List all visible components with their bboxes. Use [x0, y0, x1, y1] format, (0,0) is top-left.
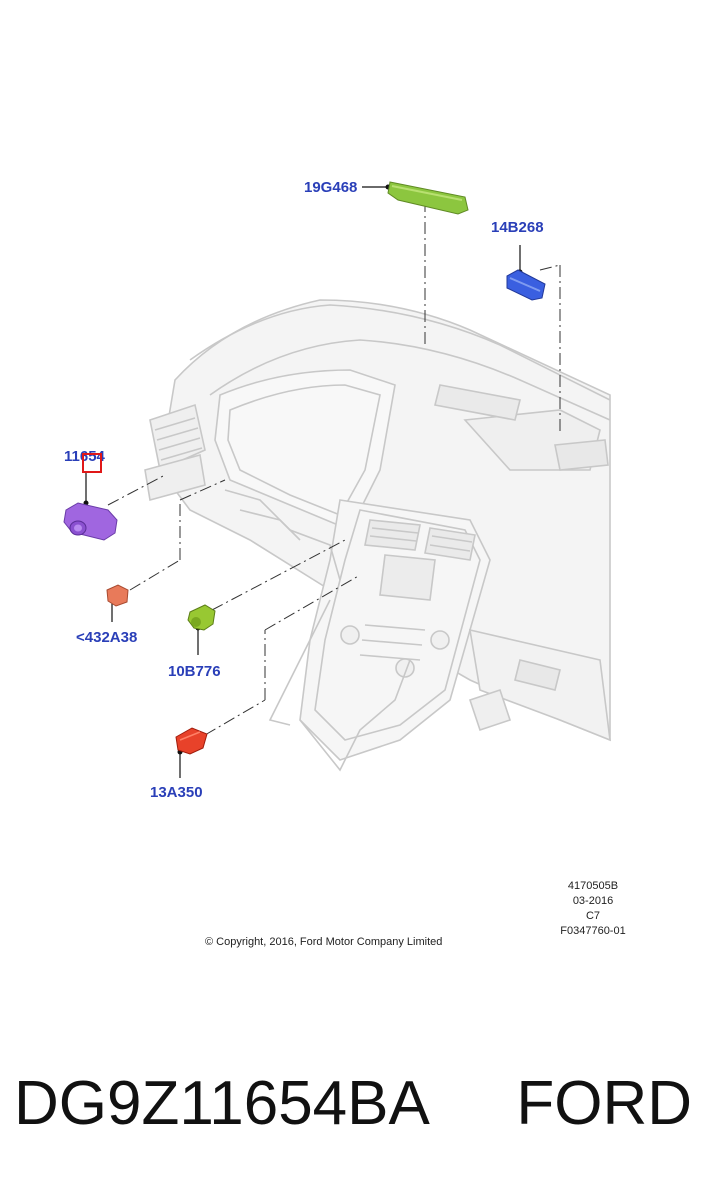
- callout-11654: 11654: [64, 448, 105, 465]
- callout-10b776: 10B776: [168, 663, 221, 680]
- part-blue-module: [506, 269, 546, 301]
- diagram-meta: 4170505B 03-2016 C7 F0347760-01: [548, 879, 638, 939]
- meta-line-1: 4170505B: [567, 880, 619, 892]
- part-green-cover: [387, 181, 469, 215]
- callout-13a350: 13A350: [150, 784, 203, 801]
- part-olive-bulb: [187, 604, 216, 631]
- meta-line-3: C7: [585, 910, 601, 922]
- brand-name: FORD: [516, 1069, 692, 1138]
- meta-line-2: 03-2016: [572, 895, 614, 907]
- highlight-box: [82, 453, 102, 473]
- callout-19g468: 19G468: [304, 179, 358, 196]
- copyright-notice: © Copyright, 2016, Ford Motor Company Li…: [205, 936, 443, 948]
- part-red-connector: [175, 727, 208, 755]
- dashboard-illustration: [144, 299, 611, 772]
- part-purple-switch: [63, 502, 118, 541]
- callout-14b268: 14B268: [491, 219, 544, 236]
- leader-lines: [107, 200, 561, 736]
- exploded-parts-diagram: [63, 181, 611, 778]
- callout-432a38: <432A38: [76, 629, 138, 646]
- meta-line-4: F0347760-01: [560, 925, 626, 937]
- part-number-title: DG9Z11654BA: [14, 1069, 430, 1138]
- callout-leaders: [85, 186, 521, 778]
- part-salmon-connector: [106, 584, 129, 607]
